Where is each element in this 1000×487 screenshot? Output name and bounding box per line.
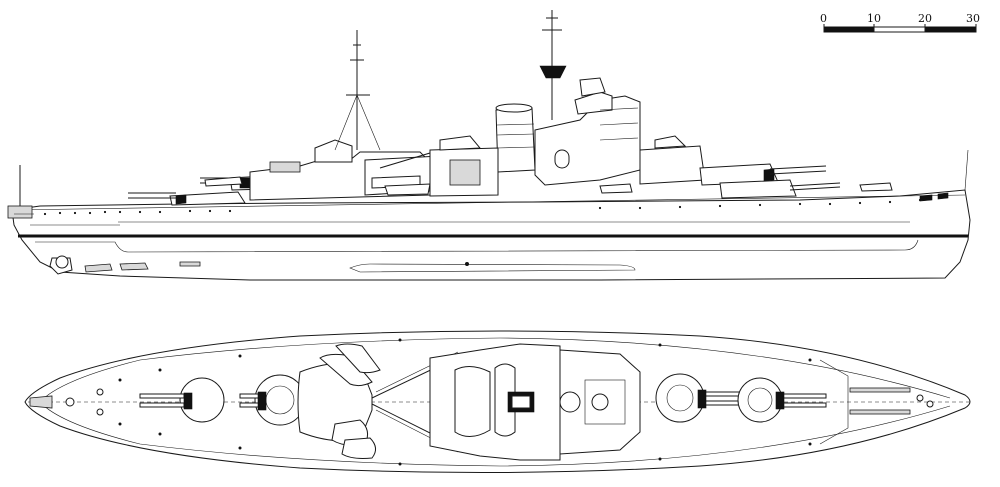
scale-label-30: 30 <box>966 12 980 25</box>
scale-label-20: 20 <box>918 12 932 25</box>
scale-label-10: 10 <box>867 12 881 25</box>
side-elevation <box>7 10 971 281</box>
scale-bar <box>823 24 977 33</box>
plan-view <box>24 330 971 474</box>
scale-label-0: 0 <box>820 12 827 25</box>
